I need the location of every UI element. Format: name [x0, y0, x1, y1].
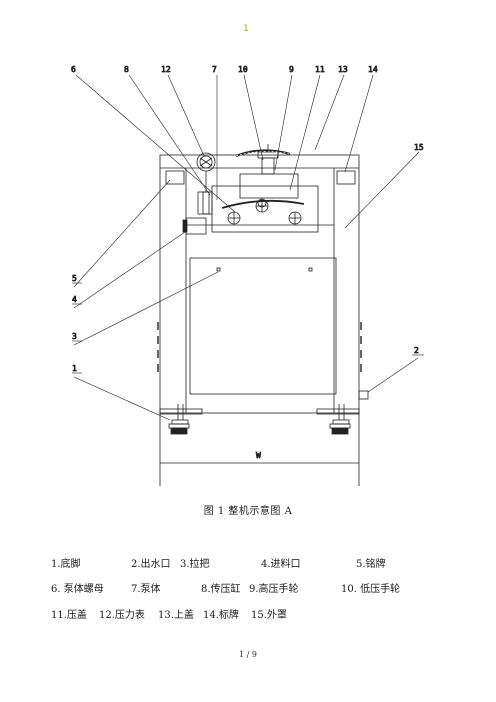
- outer-housing: [159, 154, 360, 414]
- cabinet-door: [189, 257, 337, 395]
- legend-item: 7.泵体: [131, 584, 161, 595]
- callout-9: 9: [289, 65, 294, 74]
- legend-item: 12.压力表: [99, 610, 145, 621]
- callout-3: 3: [72, 332, 77, 341]
- pressure-gauge: [196, 152, 216, 215]
- side-vents: [157, 322, 362, 372]
- foot-left: [168, 404, 190, 435]
- callout-15: 15: [414, 143, 424, 152]
- water-outlet: [358, 390, 369, 400]
- legend-item: 13.上盖: [158, 610, 194, 621]
- door-handle-right: [308, 267, 313, 272]
- callout-14: 14: [368, 65, 378, 74]
- feed-inlet: [185, 217, 207, 235]
- legend-item: 14.标牌: [203, 610, 239, 621]
- figure-caption: 图 1 整机示意图 A: [203, 506, 293, 517]
- callout-12: 12: [161, 65, 171, 74]
- callout-4: 4: [72, 295, 77, 304]
- legend-item: 15.外罩: [251, 610, 287, 621]
- sign-plate-right: [336, 170, 356, 185]
- leader-lines: [72, 74, 424, 421]
- legend-item: 6. 泵体螺母: [51, 584, 104, 595]
- callout-11: 11: [315, 65, 325, 74]
- legend-item: 8.传压缸: [201, 584, 241, 595]
- legend-item: 4.进料口: [261, 559, 301, 570]
- inlet-flange: [182, 219, 188, 233]
- page-number: 1 / 9: [239, 650, 257, 659]
- foot-right: [329, 404, 351, 435]
- callout-6: 6: [71, 65, 76, 74]
- callout-1: 1: [72, 364, 77, 373]
- base-rail-left: [159, 408, 203, 415]
- callout-7: 7: [212, 65, 217, 74]
- sign-plate-left: [165, 170, 185, 185]
- machine-schematic: 6 8 12 7 10 9 11 13 14 15 5 4 3 1 2 W: [71, 65, 424, 486]
- legend-item: 10. 低压手轮: [341, 584, 401, 595]
- pump-flange: [197, 191, 213, 215]
- top-mark: 1: [243, 24, 249, 34]
- gland: [261, 157, 275, 175]
- legend-item: 9.高压手轮: [249, 584, 299, 595]
- callout-2: 2: [414, 346, 419, 355]
- callout-10: 10: [238, 65, 248, 74]
- dimension-label-w: W: [256, 451, 261, 460]
- callout-13: 13: [338, 65, 348, 74]
- legend-item: 2.出水口: [131, 559, 171, 570]
- legend-item: 3.拉把: [180, 559, 210, 570]
- legend-item: 1.底脚: [51, 559, 81, 570]
- callout-5: 5: [72, 274, 77, 283]
- base-rail-right: [316, 408, 360, 415]
- legend-item: 5.铭牌: [356, 559, 386, 570]
- legend-item: 11.压盖: [51, 610, 87, 621]
- low-pressure-handwheel: [221, 198, 305, 209]
- high-pressure-handwheel: [235, 144, 291, 158]
- callout-8: 8: [124, 65, 129, 74]
- door-handle-left: [216, 267, 221, 272]
